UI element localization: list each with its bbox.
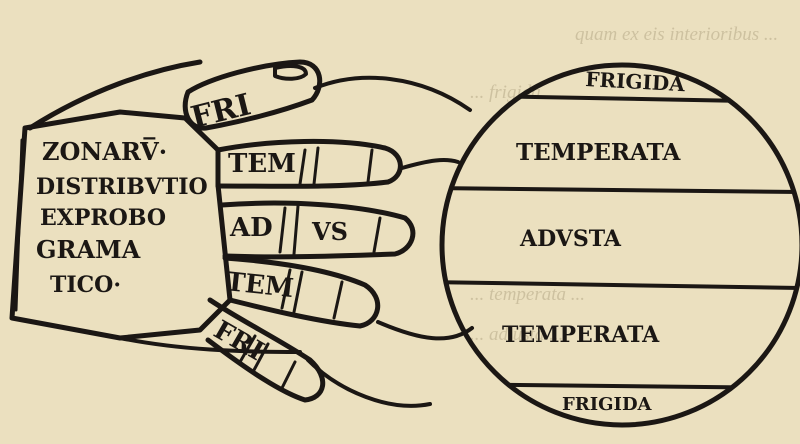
cuff-inner-line <box>14 138 24 312</box>
thumb-outline <box>182 59 323 131</box>
little-finger-joints <box>238 334 297 390</box>
thumbnail <box>273 64 308 81</box>
zone-divider-north-tropic <box>442 186 800 194</box>
hand-cuff-outline <box>9 109 233 341</box>
cuff-line-zonarum: ZONARV̅· <box>42 137 167 166</box>
ring-finger-joints <box>280 268 344 320</box>
bleed-through-line: quam ex eis interioribus ... <box>575 24 778 45</box>
arm-upper-line <box>313 75 472 112</box>
zone-label-adusta: ADVSTA <box>519 226 622 252</box>
ring-finger-label: TEM <box>224 267 295 304</box>
zone-label-frigida-north: FRIGIDA <box>585 67 686 96</box>
bleed-through-line: ... temperata ... <box>470 284 585 305</box>
zone-label-temperata-north: TEMPERATA <box>516 139 681 166</box>
bleed-through-line: ... ad usta ... <box>470 324 563 345</box>
palm-bottom-line <box>118 336 302 354</box>
ring-finger-outline <box>222 255 381 329</box>
index-finger-label: TEM <box>228 149 296 179</box>
zone-divider-south-tropic <box>442 280 800 290</box>
cuff-line-tico: TICO· <box>50 272 121 298</box>
little-finger-outline <box>205 297 326 403</box>
hand-figure: ZONARV̅· DISTRIBVTIO EXPROBO GRAMA TICO·… <box>9 59 474 408</box>
palm-top-outline <box>27 59 203 131</box>
index-finger-outline <box>215 138 403 189</box>
index-finger-joints <box>298 146 374 186</box>
cuff-line-distributio: DISTRIBVTIO <box>36 174 208 200</box>
finger-connector <box>400 158 460 170</box>
zone-label-temperata-south: TEMPERATA <box>502 322 660 348</box>
middle-finger-label-left: AD <box>229 213 273 243</box>
middle-finger-outline <box>219 200 416 260</box>
globe-figure: FRIGIDA TEMPERATA ADVSTA TEMPERATA FRIGI… <box>439 62 800 428</box>
cuff-line-exprobo: EXPROBO <box>40 205 166 231</box>
middle-finger-label-right: VS <box>311 217 348 246</box>
zone-label-frigida-south: FRIGIDA <box>562 394 653 415</box>
globe-outline <box>439 62 800 428</box>
cuff-line-grama: GRAMA <box>36 235 141 264</box>
middle-finger-joints <box>278 204 382 256</box>
